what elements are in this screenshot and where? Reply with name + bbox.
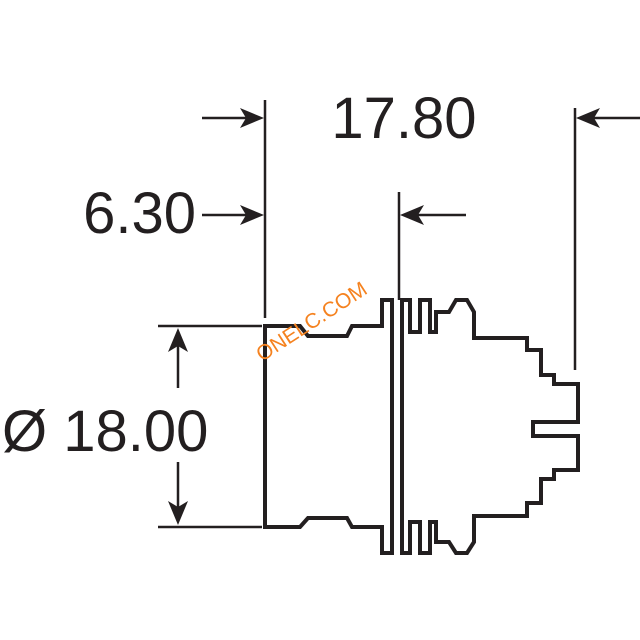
dimension-arrow-diameter-bottom xyxy=(168,462,188,525)
dimension-arrow-offset-left xyxy=(202,205,264,225)
connector-front-body xyxy=(263,298,394,555)
watermark: ONELC.COM xyxy=(252,278,371,367)
dimension-arrow-overall-right xyxy=(576,108,640,128)
dimension-overall-length: 17.80 xyxy=(331,86,476,151)
dimension-arrow-offset-right xyxy=(400,205,466,225)
dimension-arrow-overall-left xyxy=(202,108,264,128)
connector-rear-body xyxy=(400,298,580,555)
dimension-diameter: Ø 18.00 xyxy=(2,399,208,464)
dimension-arrow-diameter-top xyxy=(168,328,188,388)
dimension-flange-offset: 6.30 xyxy=(83,181,196,246)
